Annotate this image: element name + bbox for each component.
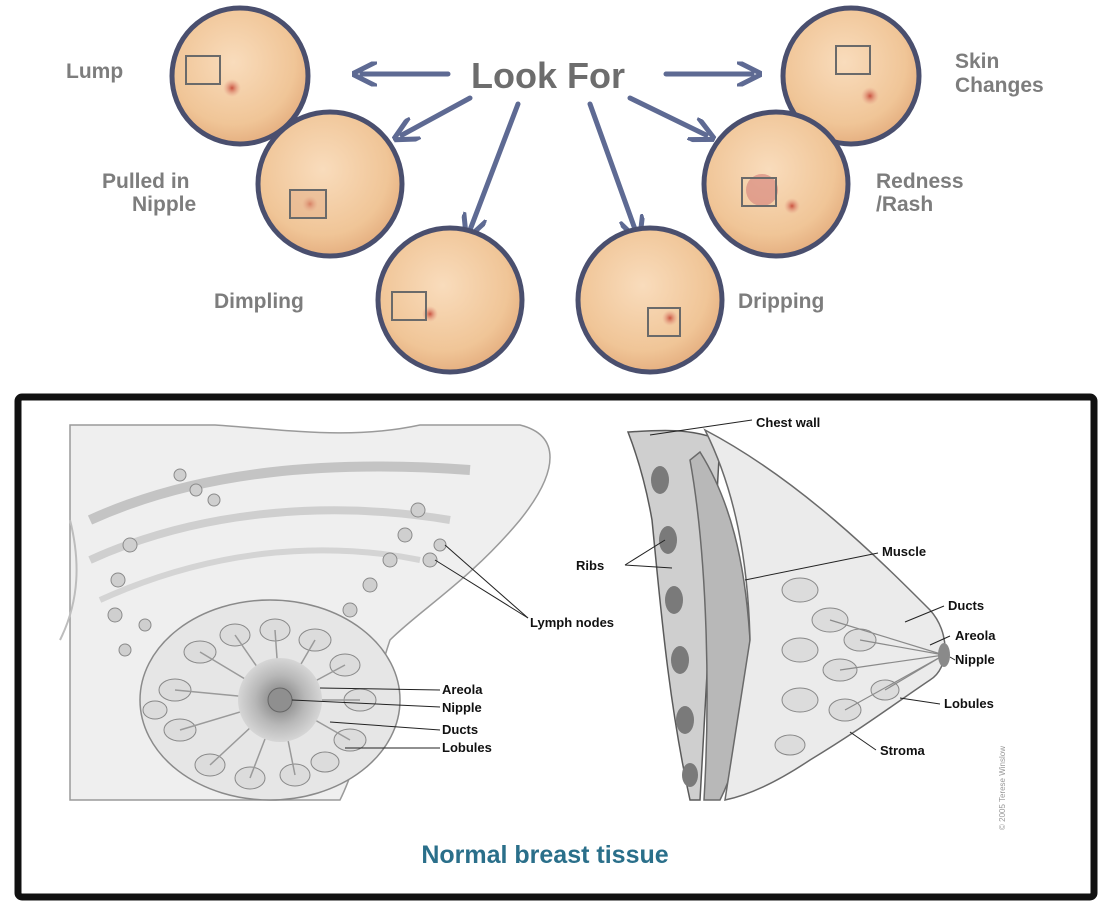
side-nipple <box>938 643 950 667</box>
symptom-label-dripping: Dripping <box>738 290 824 313</box>
symptom-label-pulled-line2: Nipple <box>132 193 196 216</box>
symptom-label-lump: Lump <box>66 60 123 83</box>
label-front-nipple: Nipple <box>442 700 482 715</box>
symptom-label-skin-line2: Changes <box>955 74 1044 97</box>
symptom-skin-changes: Skin Changes <box>783 8 1044 144</box>
symptom-label-redness-line2: /Rash <box>876 193 933 216</box>
label-stroma: Stroma <box>880 743 926 758</box>
label-side-ducts: Ducts <box>948 598 984 613</box>
nipple-mark <box>784 198 800 214</box>
nipple-mark <box>662 310 678 326</box>
symptom-arrows <box>362 74 752 232</box>
label-front-lobules: Lobules <box>442 740 492 755</box>
symptom-label-pulled-line1: Pulled in <box>102 170 190 193</box>
symptom-label-redness-line1: Redness <box>876 170 964 193</box>
illustration-credit: © 2005 Terese Winslow <box>998 746 1007 830</box>
breast-thumbnail <box>378 228 522 372</box>
nipple-mark <box>223 79 241 97</box>
breast-thumbnail <box>258 112 402 256</box>
look-for-panel: Look For Lump Skin Changes <box>66 8 1044 372</box>
arrow-to-redness <box>630 98 706 135</box>
label-side-lobules: Lobules <box>944 696 994 711</box>
label-ribs: Ribs <box>576 558 604 573</box>
arrow-to-dimpling <box>470 104 518 230</box>
anatomy-panel: Lymph nodes Areola Nipple Ducts Lobules … <box>18 397 1094 897</box>
arrow-to-dripping <box>590 104 636 232</box>
anatomy-caption: Normal breast tissue <box>421 841 668 869</box>
symptom-lump: Lump <box>66 8 308 144</box>
highlight-box <box>290 190 326 218</box>
label-side-nipple: Nipple <box>955 652 995 667</box>
label-muscle: Muscle <box>882 544 926 559</box>
nipple-mark <box>861 87 879 105</box>
breast-thumbnail <box>578 228 722 372</box>
symptom-dimpling: Dimpling <box>214 228 522 372</box>
label-chest-wall: Chest wall <box>756 415 820 430</box>
front-nipple <box>268 688 292 712</box>
label-front-areola: Areola <box>442 682 483 697</box>
arrow-to-pulled <box>402 98 470 135</box>
label-front-ducts: Ducts <box>442 722 478 737</box>
symptom-label-skin-line1: Skin <box>955 50 999 73</box>
symptom-label-dimpling: Dimpling <box>214 290 304 313</box>
label-lymph-nodes: Lymph nodes <box>530 615 614 630</box>
look-for-title: Look For <box>471 55 625 96</box>
label-side-areola: Areola <box>955 628 996 643</box>
